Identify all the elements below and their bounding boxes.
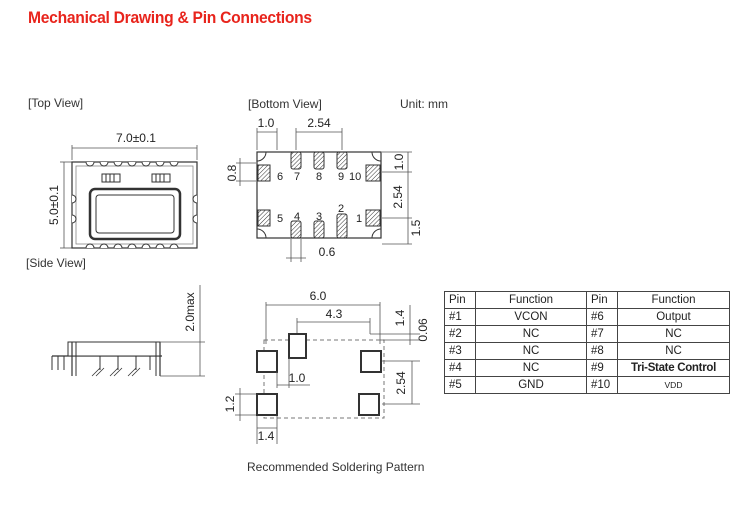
top-width-text: 7.0±0.1 xyxy=(116,131,156,145)
sp-pad-tc xyxy=(288,333,307,359)
pin-label-5: 5 xyxy=(277,213,283,225)
table-row: #3 NC #8 NC xyxy=(444,342,730,360)
pin-label-2: 2 xyxy=(338,203,344,215)
table-header-cell: Pin xyxy=(586,291,618,309)
table-cell: #2 xyxy=(444,325,476,343)
bottom-pad-height: 0.8 xyxy=(225,164,239,181)
pin-label-3: 3 xyxy=(316,211,322,223)
table-cell: NC xyxy=(617,325,730,343)
pin-function-table: Pin Function Pin Function #1 VCON #6 Out… xyxy=(444,291,730,394)
table-row: #2 NC #7 NC xyxy=(444,325,730,343)
table-row: #1 VCON #6 Output xyxy=(444,308,730,326)
sp-row-text: 2.54 xyxy=(394,371,408,395)
pin-label-8: 8 xyxy=(316,171,322,183)
page-title: Mechanical Drawing & Pin Connections xyxy=(28,8,312,27)
pin-label-1: 1 xyxy=(356,213,362,225)
table-cell: Output xyxy=(617,308,730,326)
table-cell: #7 xyxy=(586,325,618,343)
table-cell: #4 xyxy=(444,359,476,377)
table-cell: NC xyxy=(475,325,587,343)
solder-pattern-label: Recommended Soldering Pattern xyxy=(247,460,425,474)
table-header-cell: Pin xyxy=(444,291,476,309)
bottom-right-top: 1.0 xyxy=(392,153,406,170)
sp-gap2-text: 0.06 xyxy=(416,318,430,342)
table-cell: NC xyxy=(617,342,730,360)
bottom-view-label: [Bottom View] xyxy=(248,97,322,111)
bottom-pad-width: 0.6 xyxy=(319,245,336,259)
table-header-cell: Function xyxy=(617,291,730,309)
table-cell: Tri-State Control xyxy=(617,359,730,377)
pin-label-9: 9 xyxy=(338,171,344,183)
solder-pattern-drawing: 6.0 4.3 1.4 0.06 2.54 1.0 xyxy=(223,289,430,444)
side-view-drawing: 2.0max xyxy=(51,285,205,377)
bottom-right-mid: 2.54 xyxy=(391,185,405,209)
sp-pad-br xyxy=(358,393,380,416)
table-row: #4 NC #9 Tri-State Control xyxy=(444,359,730,377)
top-view-label: [Top View] xyxy=(28,96,84,110)
sp-gap1-text: 1.4 xyxy=(393,309,407,326)
table-cell: #9 xyxy=(586,359,618,377)
sp-inner-text: 4.3 xyxy=(326,307,343,321)
table-cell: GND xyxy=(475,376,587,394)
top-height-text: 5.0±0.1 xyxy=(47,185,61,225)
sp-width-text: 6.0 xyxy=(310,289,327,303)
table-cell: NC xyxy=(475,359,587,377)
table-row: #5 GND #10 VDD xyxy=(444,376,730,394)
sp-pad-tr xyxy=(360,350,382,373)
table-header-row: Pin Function Pin Function xyxy=(444,291,730,309)
pin-label-4: 4 xyxy=(294,211,300,223)
table-cell: VCON xyxy=(475,308,587,326)
sp-pad-h-text: 1.2 xyxy=(223,395,237,412)
pin-label-7: 7 xyxy=(294,171,300,183)
sp-body-outline xyxy=(263,339,385,419)
pin-label-10: 10 xyxy=(349,171,361,183)
table-cell: VDD xyxy=(617,376,730,394)
sp-pad-w-text: 1.4 xyxy=(258,429,275,443)
bottom-view-drawing: 1.0 2.54 0.8 6 7 8 xyxy=(225,116,423,262)
top-view-drawing: 7.0±0.1 5.0±0.1 xyxy=(47,131,198,249)
bottom-pitch-left: 1.0 xyxy=(258,116,275,130)
table-cell: #5 xyxy=(444,376,476,394)
bottom-pitch-top: 2.54 xyxy=(307,116,331,130)
table-cell: #1 xyxy=(444,308,476,326)
table-cell: #6 xyxy=(586,308,618,326)
table-cell: NC xyxy=(475,342,587,360)
table-header-cell: Function xyxy=(475,291,587,309)
sp-pad-bl xyxy=(256,393,278,416)
side-view-label: [Side View] xyxy=(26,256,86,270)
table-cell: #10 xyxy=(586,376,618,394)
sp-pad-tl xyxy=(256,350,278,373)
unit-label: Unit: mm xyxy=(400,97,448,111)
table-cell: #8 xyxy=(586,342,618,360)
pin-label-6: 6 xyxy=(277,171,283,183)
side-height-max: 2.0max xyxy=(183,292,197,331)
sp-pitch-text: 1.0 xyxy=(289,371,306,385)
table-cell: #3 xyxy=(444,342,476,360)
bottom-right-low: 1.5 xyxy=(409,219,423,236)
